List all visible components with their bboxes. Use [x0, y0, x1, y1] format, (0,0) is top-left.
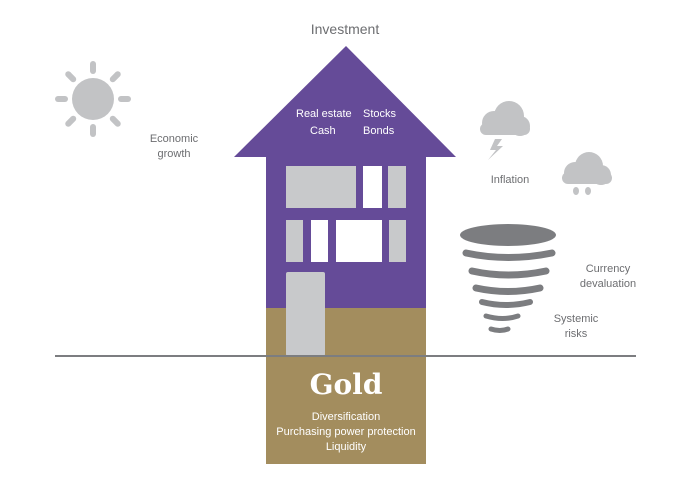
- label-line: Currency: [585, 263, 631, 275]
- label-line: Economic: [149, 133, 199, 145]
- window: [388, 166, 406, 208]
- label-line: growth: [157, 148, 191, 160]
- storm-cloud-icon: [480, 101, 530, 160]
- tornado-icon: [460, 224, 556, 333]
- window: [286, 220, 303, 262]
- label-real-estate: Real estate: [296, 108, 352, 120]
- gold-foundation: [266, 357, 426, 464]
- label-bonds: Bonds: [363, 125, 395, 137]
- label-line: risks: [564, 328, 588, 340]
- label-stocks: Stocks: [363, 108, 397, 120]
- rain-cloud-icon: [562, 152, 612, 195]
- window: [336, 220, 382, 262]
- sun-icon: [55, 61, 131, 137]
- label-inflation: Inflation: [490, 174, 530, 186]
- gold-title: Gold: [309, 368, 383, 401]
- diagram-title: Investment: [310, 21, 380, 37]
- label-economic-growth: Economic growth: [138, 132, 210, 162]
- window: [311, 220, 328, 262]
- label-cash: Cash: [310, 125, 336, 137]
- label-line: Systemic: [553, 313, 599, 325]
- window: [363, 166, 382, 208]
- benefit-diversification: Diversification: [311, 411, 381, 423]
- house-door: [286, 272, 325, 356]
- window: [286, 166, 356, 208]
- house-windows: [286, 166, 406, 262]
- window: [389, 220, 406, 262]
- label-currency-devaluation: Currency devaluation: [572, 262, 644, 292]
- benefit-purchasing-power: Purchasing power protection: [276, 426, 416, 438]
- benefit-liquidity: Liquidity: [325, 441, 367, 453]
- house-roof: [234, 46, 456, 157]
- label-line: devaluation: [579, 278, 637, 290]
- label-systemic-risks: Systemic risks: [543, 312, 609, 342]
